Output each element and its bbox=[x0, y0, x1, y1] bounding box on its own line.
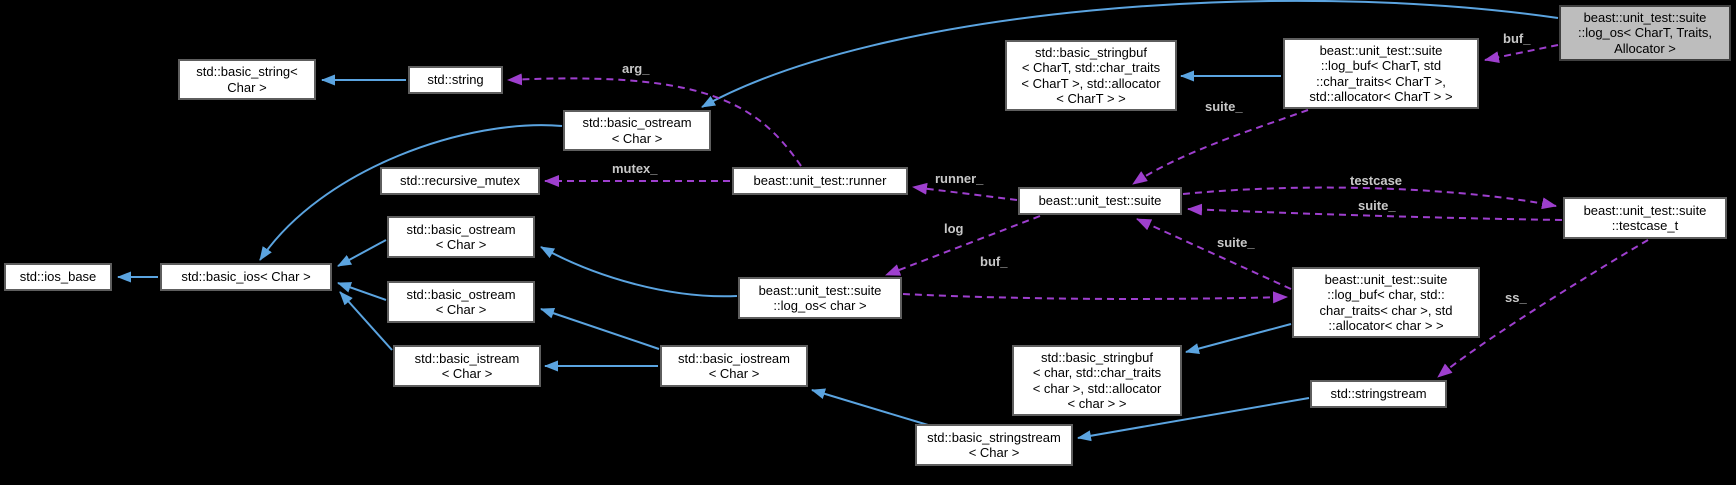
edge-inherit-istream-to-basic-ios bbox=[339, 291, 393, 351]
edge-inherit-log-os-main-to-ostream-top bbox=[701, 0, 1559, 108]
node-label-line: beast::unit_test::suite bbox=[1038, 193, 1162, 209]
node-label-line: Allocator > bbox=[1614, 40, 1676, 56]
node-std-string[interactable]: std::string bbox=[408, 66, 503, 94]
node-label-line: < Char > bbox=[968, 445, 1020, 460]
node-label-line: < Char > bbox=[708, 366, 760, 381]
edge-inherit-ostream-low-to-basic-ios bbox=[337, 282, 387, 301]
node-basic-ostream-low[interactable]: std::basic_ostream < Char > bbox=[387, 281, 535, 323]
edge-usage-suite-testcase-to-testcase-t bbox=[1182, 186, 1557, 210]
edge-usage-suite-runner-to-runner bbox=[912, 182, 1018, 201]
node-label-line: < Char > bbox=[435, 302, 487, 317]
node-label-line: beast::unit_test::suite bbox=[1583, 202, 1707, 218]
node-label-line: char_traits< char >, std bbox=[1319, 302, 1453, 318]
edge-inherit-ostream-top-to-basic-ios bbox=[259, 124, 563, 261]
node-label-line: beast::unit_test::runner bbox=[753, 173, 887, 189]
edge-label-suite-top: suite_ bbox=[1205, 99, 1243, 114]
node-label-line: std::basic_ostream bbox=[406, 286, 516, 302]
node-label-line: ::log_buf< CharT, std bbox=[1320, 58, 1442, 73]
edge-inherit-iostream-to-ostream-low bbox=[540, 307, 660, 350]
node-label-line: < CharT > > bbox=[1056, 91, 1126, 106]
node-label-line: ::char_traits< CharT >, bbox=[1316, 73, 1446, 89]
edge-inherit-log-buf-char-to-stringbuf-char bbox=[1185, 323, 1292, 354]
node-label-line: ::log_os< char > bbox=[773, 298, 867, 313]
node-basic-stringstream[interactable]: std::basic_stringstream < Char > bbox=[915, 424, 1073, 466]
node-label-line: std::allocator< CharT > > bbox=[1309, 89, 1453, 104]
node-basic-ostream-top[interactable]: std::basic_ostream < Char > bbox=[563, 110, 711, 151]
node-label-line: std::basic_iostream bbox=[678, 350, 790, 366]
node-label-line: Char > bbox=[227, 79, 267, 95]
node-label-line: < Char > bbox=[611, 130, 663, 146]
edge-label-testcase: testcase bbox=[1350, 173, 1403, 188]
edge-usage-suite-log-to-log-os-char bbox=[885, 215, 1041, 276]
edge-label-runner: runner_ bbox=[935, 171, 984, 186]
node-label-line: std::basic_ios< Char > bbox=[181, 269, 311, 285]
node-label-line: std::basic_stringbuf bbox=[1034, 44, 1147, 60]
node-label-line: < CharT >, std::allocator bbox=[1021, 75, 1161, 91]
node-basic-ostream-mid[interactable]: std::basic_ostream < Char > bbox=[387, 216, 535, 258]
node-log-buf-char[interactable]: beast::unit_test::suite ::log_buf< char,… bbox=[1292, 267, 1480, 338]
node-basic-stringbuf-char[interactable]: std::basic_stringbuf < char, std::char_t… bbox=[1012, 345, 1182, 416]
node-label-line: beast::unit_test::suite bbox=[1319, 42, 1443, 58]
node-label-line: < char > > bbox=[1067, 396, 1127, 411]
node-label-line: std::basic_istream bbox=[414, 350, 520, 366]
node-label-line: std::string bbox=[427, 72, 484, 88]
edge-label-suite-mid: suite_ bbox=[1217, 235, 1255, 250]
edge-usage-log-buf-char-suite-to-suite bbox=[1136, 218, 1292, 290]
node-label-line: < char, std::char_traits bbox=[1032, 365, 1162, 380]
node-label-line: ::allocator< char > > bbox=[1328, 318, 1444, 333]
node-label-line: std::basic_ostream bbox=[582, 115, 692, 130]
node-label-line: beast::unit_test::suite bbox=[758, 282, 882, 298]
edge-inherit-basic-stringstream-to-iostream bbox=[811, 388, 929, 426]
node-label-line: std::basic_stringbuf bbox=[1040, 349, 1153, 365]
edge-label-suite-right: suite_ bbox=[1358, 198, 1396, 213]
edge-usage-testcase-t-ss-to-stringstream bbox=[1437, 239, 1649, 378]
node-label-line: < char >, std::allocator bbox=[1032, 380, 1162, 396]
edge-label-log: log bbox=[944, 221, 964, 236]
node-label-line: std::recursive_mutex bbox=[400, 173, 520, 189]
node-log-buf-chart[interactable]: beast::unit_test::suite ::log_buf< CharT… bbox=[1283, 38, 1479, 109]
edge-usage-testcase-t-suite-to-suite bbox=[1187, 203, 1563, 221]
node-testcase-t[interactable]: beast::unit_test::suite ::testcase_t bbox=[1563, 197, 1727, 239]
edge-inherit-ostream-mid-to-basic-ios bbox=[337, 239, 387, 267]
edge-label-buf-mid: buf_ bbox=[980, 254, 1008, 269]
edge-label-mutex: mutex_ bbox=[612, 161, 658, 176]
edge-usage-log-buf-chart-suite-to-suite bbox=[1132, 109, 1309, 185]
node-recursive-mutex[interactable]: std::recursive_mutex bbox=[380, 167, 540, 195]
node-label-line: < Char > bbox=[441, 366, 493, 381]
node-stringstream[interactable]: std::stringstream bbox=[1310, 380, 1447, 408]
node-log-os-char[interactable]: beast::unit_test::suite ::log_os< char > bbox=[738, 277, 902, 319]
node-label-line: std::basic_string< bbox=[196, 64, 298, 79]
edge-label-buf-top: buf_ bbox=[1503, 31, 1531, 46]
node-label-line: std::stringstream bbox=[1330, 386, 1427, 402]
node-label-line: < CharT, std::char_traits bbox=[1021, 60, 1161, 75]
node-runner[interactable]: beast::unit_test::runner bbox=[732, 167, 908, 195]
edge-usage-log-os-char-buf-to-log-buf-char bbox=[902, 291, 1288, 304]
edge-inherit-log-os-char-to-ostream-mid bbox=[540, 246, 738, 298]
edge-inherit-stringstream-to-basic-stringstream bbox=[1077, 397, 1310, 442]
node-label-line: ::log_os< CharT, Traits, bbox=[1577, 25, 1713, 41]
edge-usage-log-os-main-buf-to-log-buf-chart bbox=[1484, 44, 1559, 64]
node-basic-iostream[interactable]: std::basic_iostream < Char > bbox=[660, 345, 808, 387]
node-label-line: < Char > bbox=[435, 237, 487, 252]
edge-label-arg: arg_ bbox=[622, 61, 650, 76]
node-ios-base[interactable]: std::ios_base bbox=[4, 263, 112, 291]
edge-label-ss: ss_ bbox=[1505, 290, 1527, 305]
node-label-line: beast::unit_test::suite bbox=[1324, 271, 1448, 287]
node-label-line: std::basic_ostream bbox=[406, 221, 516, 237]
node-label-line: std::basic_stringstream bbox=[927, 429, 1061, 445]
node-basic-stringbuf-chart[interactable]: std::basic_stringbuf < CharT, std::char_… bbox=[1005, 40, 1177, 111]
node-log-os-main: beast::unit_test::suite ::log_os< CharT,… bbox=[1559, 5, 1731, 61]
node-basic-ios[interactable]: std::basic_ios< Char > bbox=[160, 263, 332, 291]
node-suite[interactable]: beast::unit_test::suite bbox=[1018, 187, 1182, 215]
node-basic-istream[interactable]: std::basic_istream < Char > bbox=[393, 345, 541, 387]
node-label-line: ::testcase_t bbox=[1611, 218, 1679, 233]
node-label-line: beast::unit_test::suite bbox=[1583, 9, 1707, 25]
node-basic-string[interactable]: std::basic_string< Char > bbox=[178, 59, 316, 100]
node-label-line: std::ios_base bbox=[19, 269, 97, 285]
node-label-line: ::log_buf< char, std:: bbox=[1327, 287, 1445, 302]
edge-usage-runner-arg-to-string bbox=[507, 73, 802, 167]
